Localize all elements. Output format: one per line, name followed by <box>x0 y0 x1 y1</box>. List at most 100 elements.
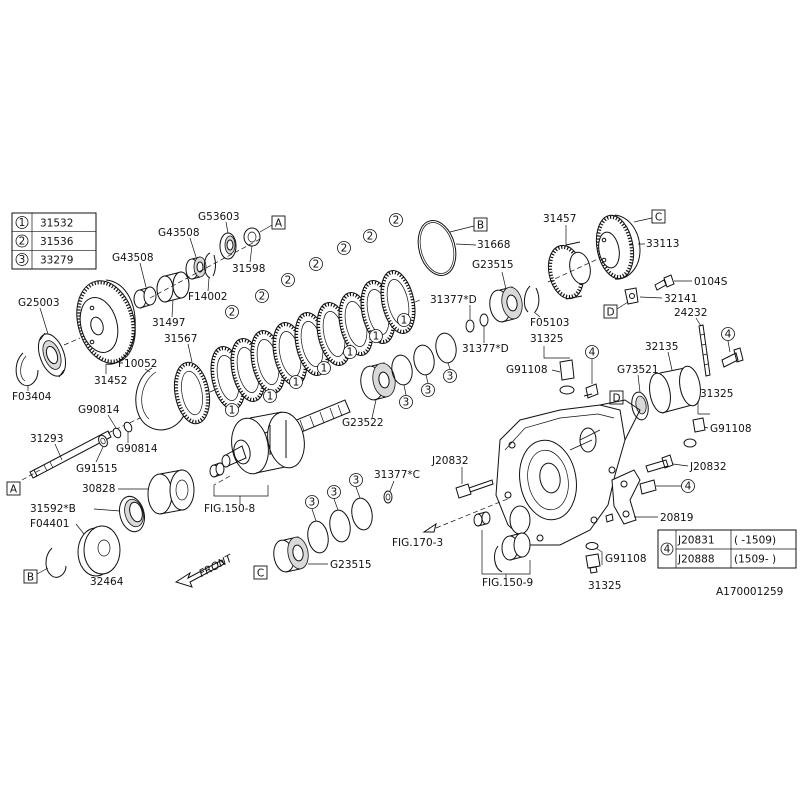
callout-two: 2 <box>389 213 403 227</box>
disc-32464 <box>77 525 121 577</box>
snap-ring-f04401 <box>45 547 67 578</box>
legend-4-part-2: J20888 <box>677 554 715 566</box>
plate-31567 <box>173 361 211 425</box>
callout-two-text: 2 <box>285 275 292 287</box>
callout-two-text: 2 <box>259 291 266 303</box>
callout-one: 1 <box>317 361 331 375</box>
shaft-24232 <box>698 324 711 377</box>
drum-30828 <box>147 469 195 515</box>
callout-four-text: 4 <box>725 329 732 341</box>
ref-D-right: D <box>612 393 620 405</box>
callout-three: 3 <box>421 383 435 397</box>
ref-box-B-top: B <box>473 217 488 232</box>
label-31592b: 31592*B <box>30 503 76 515</box>
ref-box-A-top: A <box>271 215 286 230</box>
callout-one: 1 <box>225 403 239 417</box>
label-g53603: G53603 <box>198 211 240 223</box>
legend-4-range-2: (1509- ) <box>734 554 776 566</box>
callout-one-text: 1 <box>293 377 300 389</box>
callout-two-text: 2 <box>229 307 236 319</box>
ref-box-D-top: D <box>603 304 618 319</box>
label-31325-right: 31325 <box>700 388 733 400</box>
callout-three: 3 <box>305 495 319 509</box>
ring-33279-upper <box>391 332 457 386</box>
legend-row-1: 1 31532 <box>15 216 73 230</box>
callout-three: 3 <box>349 473 363 487</box>
bolt-j20832-top <box>455 479 494 499</box>
legend-part-2: 31536 <box>40 236 74 248</box>
label-g90814-b: G90814 <box>116 443 158 455</box>
snap-ring-f05103 <box>523 285 540 313</box>
ref-C-bottom: C <box>257 568 264 580</box>
label-f05103: F05103 <box>530 317 569 329</box>
ref-box-C-top: C <box>651 209 666 224</box>
front-arrow-icon <box>174 559 225 588</box>
bracket-32141 <box>624 287 639 305</box>
callout-one-text: 1 <box>229 405 236 417</box>
label-g73521: G73521 <box>617 364 659 376</box>
ref-A-left: A <box>10 484 18 496</box>
bearing-g23515-bottom <box>273 536 309 573</box>
sleeve-small <box>209 462 225 478</box>
callout-two: 2 <box>363 229 377 243</box>
legend-index-3: 3 <box>19 254 26 266</box>
label-32141: 32141 <box>664 293 697 305</box>
label-24232: 24232 <box>674 307 707 319</box>
label-g91515: G91515 <box>76 463 118 475</box>
label-31293-text: 31293 <box>30 433 63 445</box>
callout-three-text: 3 <box>403 397 410 409</box>
transmission-case <box>495 399 641 546</box>
callout-four: 4 <box>585 345 599 359</box>
bolt-0104s <box>654 274 675 291</box>
legend-part-1: 31532 <box>40 218 73 230</box>
label-fig170-3: FIG.170-3 <box>392 537 443 549</box>
gear-31457 <box>547 241 591 300</box>
callout-four-text: 4 <box>589 347 596 359</box>
label-g23515-bottom: G23515 <box>330 559 372 571</box>
callout-one: 1 <box>397 313 411 327</box>
washer-g91515 <box>98 434 108 448</box>
diagram-id: A170001259 <box>716 586 783 598</box>
label-32464: 32464 <box>90 576 124 588</box>
plate-stack <box>210 270 416 410</box>
bearing-g53603 <box>219 232 237 260</box>
label-f04401: F04401 <box>30 518 69 530</box>
callout-two: 2 <box>309 257 323 271</box>
bolt-callout-4-mid <box>583 383 599 399</box>
sleeve-g43508-left <box>133 286 157 309</box>
bolt-callout-4-low <box>639 479 657 495</box>
callout-two-text: 2 <box>341 243 348 255</box>
washer-31377c <box>383 490 393 504</box>
label-g91108-top: G91108 <box>506 364 548 376</box>
callout-three-text: 3 <box>309 497 316 509</box>
ring-31668 <box>417 220 457 276</box>
ref-A-top: A <box>275 218 283 230</box>
sleeve-31497 <box>156 271 190 303</box>
callout-one-text: 1 <box>373 331 380 343</box>
legend-row-2: 2 31536 <box>15 234 74 248</box>
ref-D-top: D <box>606 307 614 319</box>
legend-4-range-1: ( -1509) <box>734 535 776 547</box>
label-31325-top: 31325 <box>530 333 563 345</box>
bearing-g23515-top <box>489 286 523 323</box>
callout-one-text: 1 <box>321 363 328 375</box>
label-g43508-top: G43508 <box>158 227 200 239</box>
label-30828: 30828 <box>82 483 115 495</box>
ring-33279-lower <box>307 497 373 554</box>
label-g23522: G23522 <box>342 417 384 429</box>
callout-one: 1 <box>369 329 383 343</box>
seal-31592b <box>119 495 145 533</box>
legend-4-part-1: J20831 <box>677 535 715 547</box>
callout-three: 3 <box>443 369 457 383</box>
callout-one-text: 1 <box>347 347 354 359</box>
drum-fig150-9 <box>494 532 531 573</box>
label-31567: 31567 <box>164 333 197 345</box>
callout-four: 4 <box>721 327 735 341</box>
gear-31452 <box>76 279 136 365</box>
legend-index-2: 2 <box>19 236 26 248</box>
bearing-g25003 <box>37 332 67 378</box>
callout-three-text: 3 <box>331 487 338 499</box>
sensor-31325-bottom <box>585 542 601 574</box>
callout-one: 1 <box>343 345 357 359</box>
label-31377d-b: 31377*D <box>462 343 509 355</box>
